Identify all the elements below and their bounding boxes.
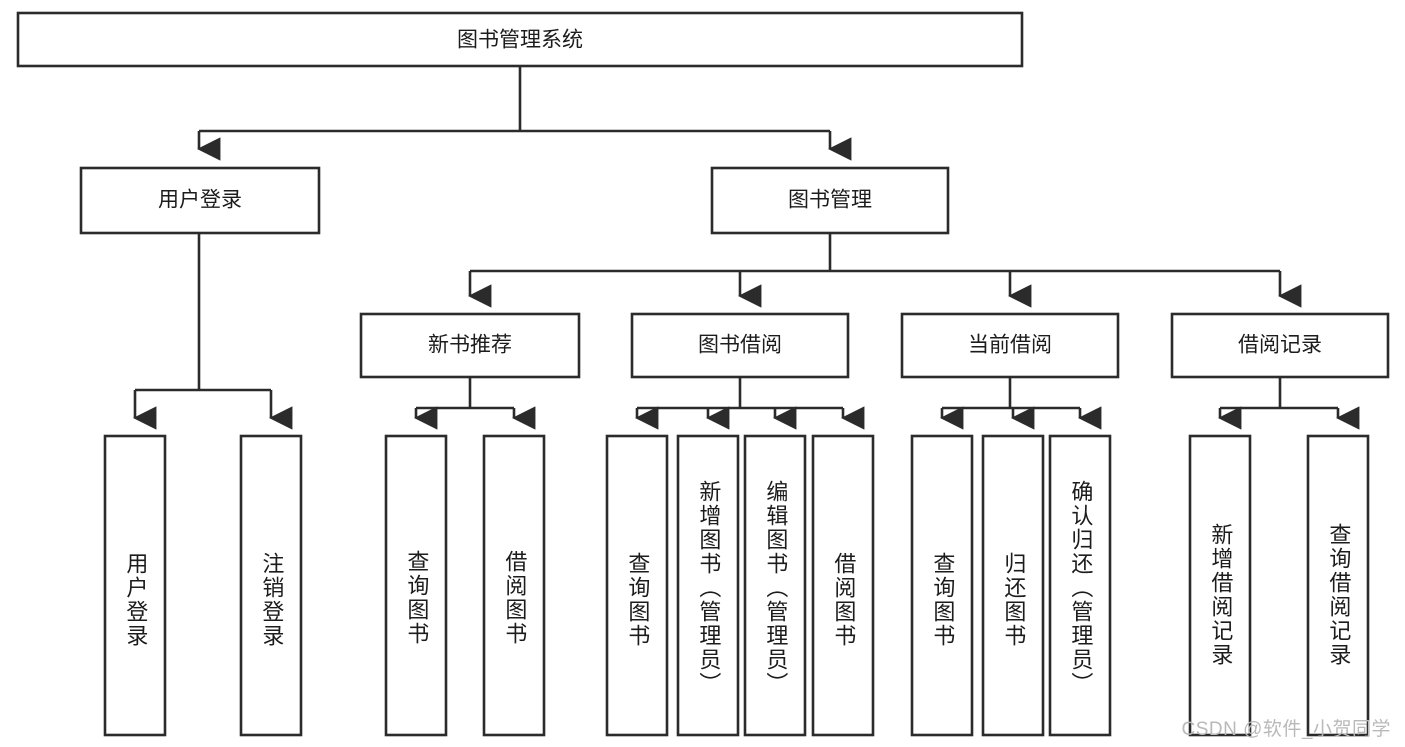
- leaf-box[interactable]: [1048, 434, 1112, 737]
- leaf-box[interactable]: [1306, 434, 1370, 737]
- node-borrow-record[interactable]: 借阅记录: [1170, 312, 1390, 379]
- node-new-book-recommend-label: 新书推荐: [428, 334, 512, 357]
- node-root[interactable]: 图书管理系统: [16, 11, 1024, 68]
- node-book-borrow[interactable]: 图书借阅: [630, 312, 850, 379]
- leaf-box[interactable]: [676, 434, 740, 737]
- csdn-watermark: CSDN @软件_小贺同学: [1181, 719, 1391, 740]
- node-book-borrow-label: 图书借阅: [698, 334, 782, 357]
- leaf-box[interactable]: [482, 434, 546, 737]
- node-borrow-record-label: 借阅记录: [1238, 334, 1322, 357]
- connector-group: [133, 66, 1360, 430]
- leaf-box-group: [103, 434, 1370, 737]
- node-user-login[interactable]: 用户登录: [79, 166, 321, 235]
- leaf-box[interactable]: [811, 434, 875, 737]
- node-user-login-label: 用户登录: [158, 189, 242, 212]
- leaf-box[interactable]: [910, 434, 974, 737]
- node-book-manage-label: 图书管理: [788, 189, 872, 212]
- leaf-box[interactable]: [605, 434, 669, 737]
- leaf-box[interactable]: [1188, 434, 1252, 737]
- node-book-manage[interactable]: 图书管理: [710, 166, 950, 235]
- node-root-label: 图书管理系统: [457, 29, 583, 52]
- node-new-book-recommend[interactable]: 新书推荐: [359, 312, 581, 379]
- leaf-box[interactable]: [384, 434, 448, 737]
- node-current-borrow-label: 当前借阅: [968, 334, 1052, 357]
- leaf-box[interactable]: [981, 434, 1045, 737]
- node-current-borrow[interactable]: 当前借阅: [900, 312, 1120, 379]
- leaf-box[interactable]: [103, 434, 167, 737]
- leaf-box[interactable]: [743, 434, 807, 737]
- leaf-box[interactable]: [239, 434, 303, 737]
